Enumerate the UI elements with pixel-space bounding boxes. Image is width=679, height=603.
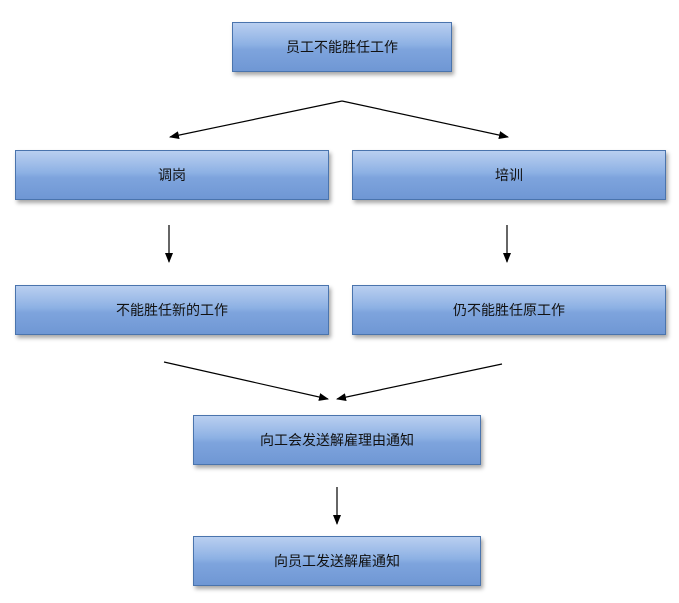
node-incompetent-new-job: 不能胜任新的工作 <box>15 285 329 335</box>
node-job-transfer: 调岗 <box>15 150 329 200</box>
arrow-original-job-to-union-notice <box>336 363 503 402</box>
node-label: 培训 <box>495 168 523 184</box>
arrow-start-to-transfer <box>169 100 343 140</box>
node-notify-employee: 向员工发送解雇通知 <box>193 536 481 586</box>
node-notify-union: 向工会发送解雇理由通知 <box>193 415 481 465</box>
node-label: 仍不能胜任原工作 <box>453 303 565 319</box>
node-incompetent-original-job: 仍不能胜任原工作 <box>352 285 666 335</box>
node-label: 员工不能胜任工作 <box>286 40 398 56</box>
node-employee-incompetent: 员工不能胜任工作 <box>232 22 452 72</box>
node-label: 向工会发送解雇理由通知 <box>260 433 414 449</box>
node-label: 调岗 <box>158 168 186 184</box>
node-label: 不能胜任新的工作 <box>116 303 228 319</box>
node-label: 向员工发送解雇通知 <box>274 554 400 570</box>
arrow-start-to-training <box>341 100 509 140</box>
node-training: 培训 <box>352 150 666 200</box>
arrow-new-job-to-union-notice <box>163 361 329 401</box>
